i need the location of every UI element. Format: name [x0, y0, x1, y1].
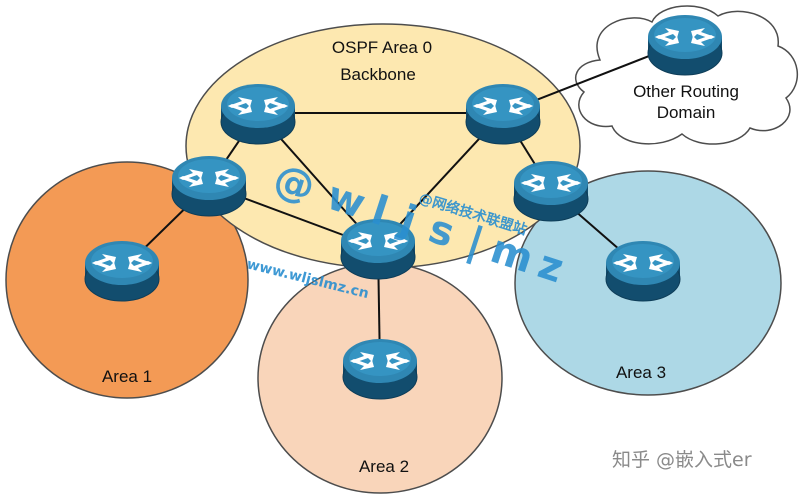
router-area1-abr-icon[interactable] [171, 155, 247, 217]
router-backbone-right-icon[interactable] [465, 83, 541, 145]
router-area3-abr-icon[interactable] [513, 160, 589, 222]
area-2-label: Area 2 [359, 457, 409, 476]
area-3-label: Area 3 [616, 363, 666, 382]
router-other-domain-icon[interactable] [647, 14, 723, 76]
router-area2-internal-icon[interactable] [342, 338, 418, 400]
router-area1-internal-icon[interactable] [84, 240, 160, 302]
cloud-label-line2: Domain [657, 103, 716, 122]
area-0-subtitle: Backbone [340, 65, 416, 84]
cloud-label-line1: Other Routing [633, 82, 739, 101]
zhihu-brand-watermark: 知乎 @嵌入式er [612, 449, 752, 471]
router-backbone-left-icon[interactable] [220, 83, 296, 145]
area-0-title: OSPF Area 0 [332, 38, 432, 57]
area-1-label: Area 1 [102, 367, 152, 386]
router-area3-internal-icon[interactable] [605, 240, 681, 302]
